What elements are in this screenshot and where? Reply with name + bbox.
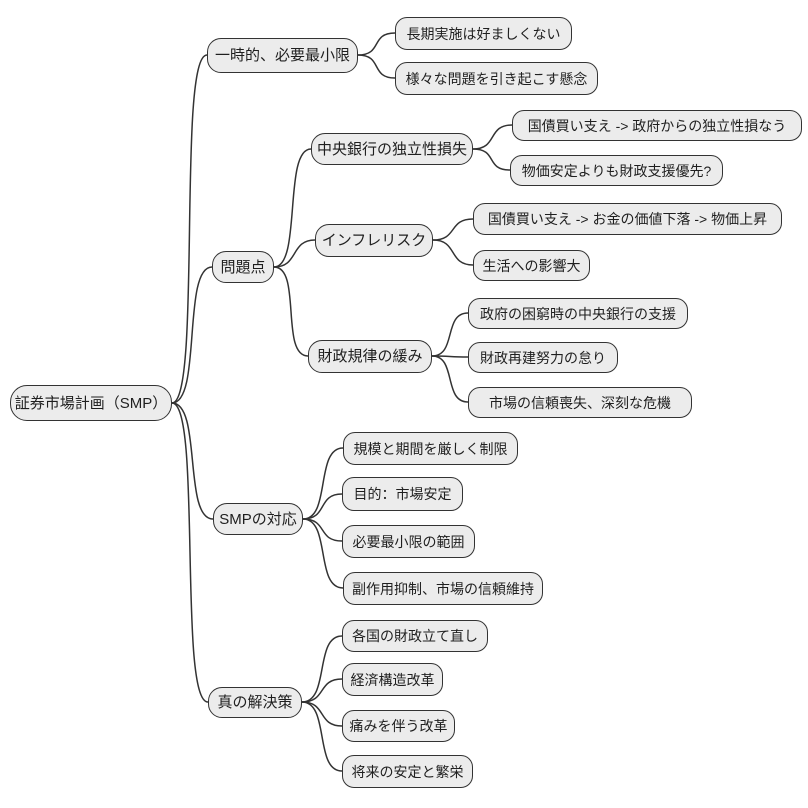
edge-discipline-to-support [431, 312, 469, 357]
edge-solution-to-structural-reform [301, 678, 343, 703]
edge-problems-to-inflation [273, 239, 316, 268]
edge-root-to-smp-response [171, 402, 214, 520]
mindmap-node-economic-structural-reform: 経済構造改革 [342, 663, 443, 696]
mindmap-node-fiscal-rebuild-neglect: 財政再建努力の怠り [468, 342, 618, 373]
mindmap-node-market-trust-loss: 市場の信頼喪失、深刻な危機 [468, 387, 692, 418]
mindmap-node-temporary-minimum: 一時的、必要最小限 [207, 38, 358, 73]
mindmap-node-smp-response: SMPの対応 [213, 503, 303, 535]
edge-solution-to-painful-reform [301, 701, 343, 727]
edge-temporary-to-concern [357, 54, 396, 79]
mindmap-node-painful-reform: 痛みを伴う改革 [342, 710, 455, 742]
edge-problems-to-discipline [273, 266, 309, 357]
edge-independence-to-bond-buying [472, 124, 513, 150]
edge-solution-to-future [301, 701, 343, 772]
mindmap-node-money-value-decline: 国債買い支え -> お金の価値下落 -> 物価上昇 [473, 203, 782, 235]
mindmap-node-scale-period-limit: 規模と期間を厳しく制限 [343, 432, 518, 465]
mindmap-node-fiscal-support-priority: 物価安定よりも財政支援優先? [510, 155, 723, 186]
edge-root-to-temporary [171, 54, 208, 404]
edge-problems-to-independence [273, 148, 312, 268]
mindmap-node-bond-buying-independence: 国債買い支え -> 政府からの独立性損なう [512, 110, 802, 141]
mindmap-node-fiscal-discipline-loosening: 財政規律の緩み [308, 340, 432, 373]
edge-root-to-true-solution [171, 402, 209, 703]
mindmap-node-inflation-risk: インフレリスク [315, 224, 433, 257]
mindmap-node-longterm-undesirable: 長期実施は好ましくない [395, 17, 572, 50]
edge-root-to-problems [171, 266, 213, 404]
edge-temporary-to-longterm [357, 32, 396, 56]
mindmap-node-purpose-market-stability: 目的：市場安定 [342, 477, 463, 511]
mindmap-node-life-impact: 生活への影響大 [473, 250, 590, 281]
mindmap-node-root: 証券市場計画（SMP） [10, 385, 172, 421]
edge-solution-to-fiscal-rebuild [301, 635, 343, 703]
edge-discipline-to-trust-loss [431, 355, 469, 403]
mindmap-node-side-effect-control: 副作用抑制、市場の信頼維持 [343, 572, 543, 605]
mindmap-node-fiscal-rebuilding: 各国の財政立て直し [342, 620, 488, 652]
mindmap-node-true-solution: 真の解決策 [208, 687, 302, 718]
edge-response-to-scale-limit [302, 447, 344, 520]
mindmap-node-central-bank-independence-loss: 中央銀行の独立性損失 [311, 133, 473, 165]
mindmap-node-various-problems-concern: 様々な問題を引き起こす懸念 [395, 62, 598, 95]
edge-inflation-to-value-decline [432, 218, 474, 241]
edge-response-to-side-effect [302, 518, 344, 589]
mindmap-node-future-stability: 将来の安定と繁栄 [342, 755, 473, 788]
edge-independence-to-priority [472, 148, 511, 171]
mindmap-node-central-bank-support: 政府の困窮時の中央銀行の支援 [468, 298, 688, 329]
edge-inflation-to-life-impact [432, 239, 474, 266]
edge-response-to-minimum-scope [302, 518, 343, 542]
edge-response-to-purpose [302, 493, 343, 520]
mindmap-node-minimum-scope: 必要最小限の範囲 [342, 525, 475, 558]
mindmap-node-problems: 問題点 [212, 251, 274, 283]
